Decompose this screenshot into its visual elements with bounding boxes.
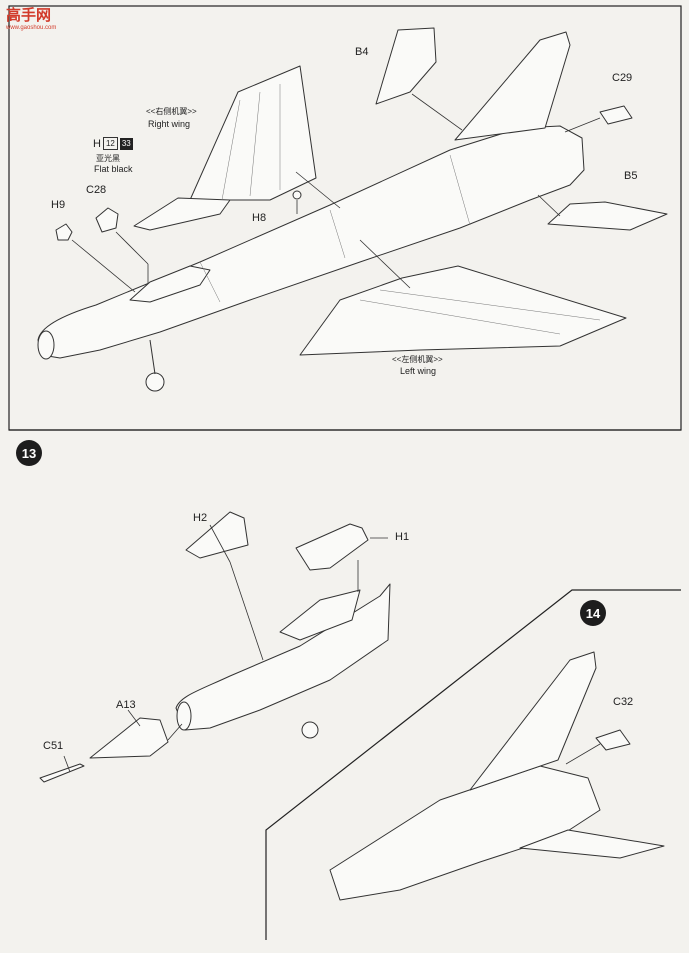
step-13-badge: 13 bbox=[16, 440, 42, 466]
label-b4: B4 bbox=[355, 46, 369, 58]
forward-fuselage bbox=[175, 583, 391, 731]
paint-callout: H 12 33 bbox=[93, 137, 133, 150]
label-b5: B5 bbox=[624, 170, 638, 182]
label-h9: H9 bbox=[51, 199, 66, 211]
label-h1: H1 bbox=[395, 531, 410, 543]
label-h2: H2 bbox=[193, 512, 208, 524]
right-wing-tip bbox=[133, 197, 231, 231]
part-h1 bbox=[295, 523, 369, 571]
part-c51 bbox=[39, 763, 85, 783]
right-wing-cn: <<右侧机翼>> bbox=[146, 107, 197, 116]
forward-intake bbox=[176, 701, 192, 731]
part-b4 bbox=[375, 27, 437, 105]
step-14-badge: 14 bbox=[580, 600, 606, 626]
paint-num1: 12 bbox=[102, 137, 118, 150]
paint-en: Flat black bbox=[94, 164, 133, 174]
label-c29: C29 bbox=[612, 72, 633, 84]
part-c32 bbox=[595, 729, 631, 751]
right-wing bbox=[189, 65, 317, 201]
part-c28 bbox=[95, 207, 119, 233]
rear-stabilizer bbox=[519, 829, 665, 859]
left-wing bbox=[299, 265, 627, 356]
nose-intake bbox=[37, 330, 55, 360]
part-a13 bbox=[89, 717, 169, 759]
part-h2 bbox=[185, 511, 249, 559]
label-c51: C51 bbox=[43, 740, 64, 752]
step-14-frame bbox=[265, 589, 681, 940]
paint-num2: 33 bbox=[119, 137, 133, 150]
cockpit bbox=[129, 265, 211, 303]
paint-cn: 亚光黑 bbox=[96, 154, 120, 163]
label-c32: C32 bbox=[613, 696, 634, 708]
watermark-title: 高手网 bbox=[6, 7, 52, 24]
fuselage-top bbox=[37, 125, 585, 359]
front-wheel bbox=[301, 721, 319, 739]
part-h9 bbox=[55, 223, 73, 241]
nose-wheel bbox=[145, 372, 165, 392]
label-c28: C28 bbox=[86, 184, 107, 196]
watermark-url: www.gaoshou.com bbox=[6, 25, 57, 31]
part-c29 bbox=[599, 105, 633, 125]
cockpit-tub bbox=[279, 589, 361, 641]
part-h8 bbox=[292, 190, 302, 200]
label-h8: H8 bbox=[252, 212, 267, 224]
left-wing-cn: <<左侧机翼>> bbox=[392, 355, 443, 364]
paint-code: H bbox=[93, 137, 101, 150]
right-wing-en: Right wing bbox=[148, 119, 191, 129]
part-b5 bbox=[547, 201, 668, 231]
label-a13: A13 bbox=[116, 699, 136, 711]
left-wing-en: Left wing bbox=[400, 366, 437, 376]
vertical-tail bbox=[454, 31, 571, 141]
rear-vertical-tail bbox=[469, 651, 597, 791]
